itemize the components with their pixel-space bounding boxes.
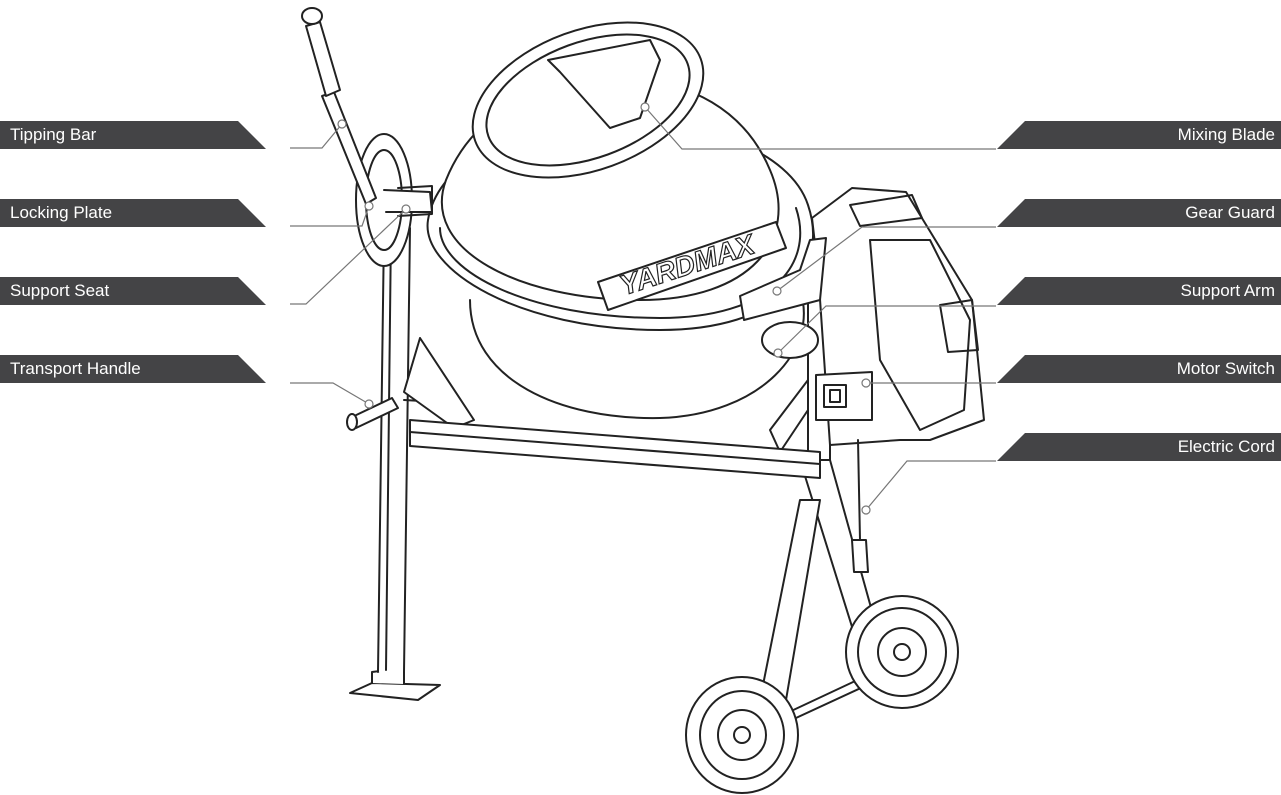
front-leg-inner	[760, 500, 820, 700]
label-motor-switch: Motor Switch	[997, 355, 1281, 383]
label-electric-cord: Electric Cord	[997, 433, 1281, 461]
label-transport-handle: Transport Handle	[0, 355, 266, 383]
front-wheel	[686, 677, 798, 793]
rear-leg-brace	[404, 338, 474, 428]
foot-plate	[350, 683, 440, 700]
rear-wheel	[846, 596, 958, 708]
rear-leg	[378, 228, 410, 672]
label-gear-guard: Gear Guard	[997, 199, 1281, 227]
label-tipping-bar: Tipping Bar	[0, 121, 266, 149]
label-locking-plate: Locking Plate	[0, 199, 266, 227]
tipping-bar-grip	[306, 22, 340, 96]
label-mixing-blade: Mixing Blade	[997, 121, 1281, 149]
label-support-seat: Support Seat	[0, 277, 266, 305]
label-support-arm: Support Arm	[997, 277, 1281, 305]
